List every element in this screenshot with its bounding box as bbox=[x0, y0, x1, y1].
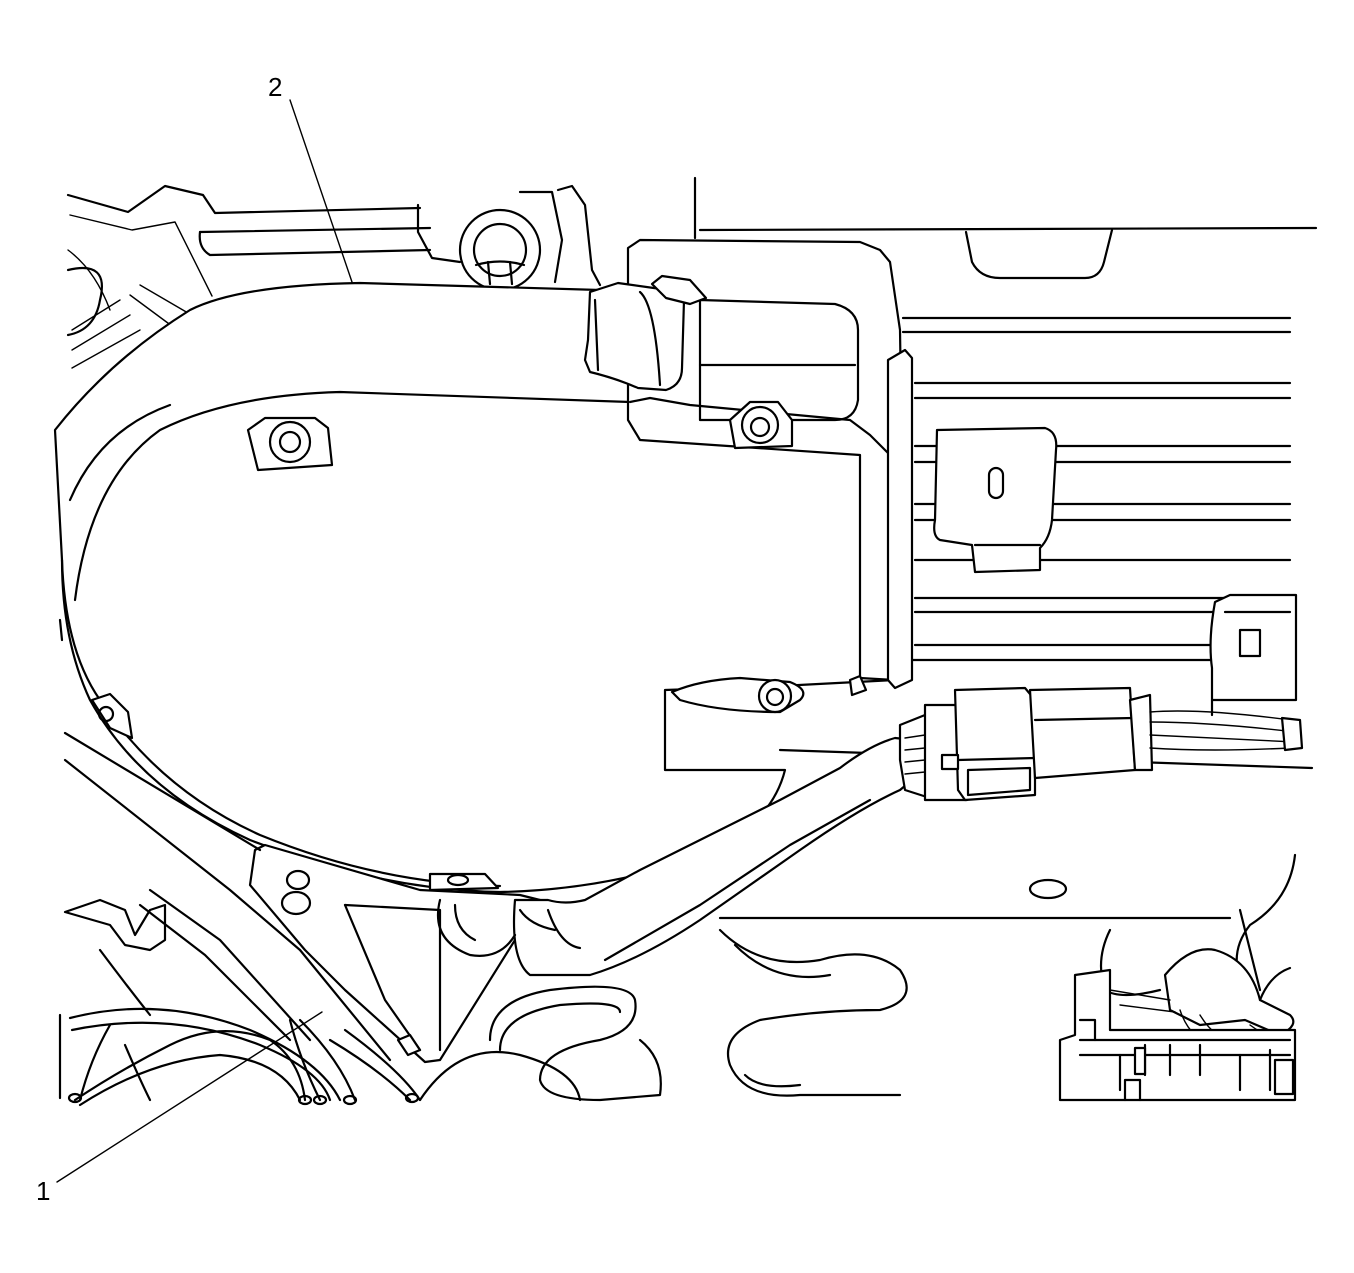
duct-fastener-edge bbox=[90, 692, 134, 740]
duct-fastener-lower bbox=[428, 872, 500, 892]
callout-2: 2 bbox=[268, 72, 353, 283]
wiring-loops bbox=[418, 898, 908, 1102]
main-duct bbox=[53, 238, 914, 894]
callout-label-1: 1 bbox=[36, 1176, 50, 1206]
duct-clip-top bbox=[583, 274, 708, 392]
callout-1: 1 bbox=[36, 1011, 323, 1206]
bolt-top bbox=[416, 184, 602, 292]
background-structure bbox=[66, 176, 1318, 920]
duct-fastener-right bbox=[728, 400, 794, 450]
bracket-clip bbox=[933, 426, 1058, 574]
wiring-harness-right bbox=[1058, 853, 1297, 1102]
duct-fastener-left bbox=[246, 416, 334, 472]
right-module bbox=[1209, 593, 1298, 717]
hose-to-connector bbox=[512, 736, 920, 977]
electrical-connector bbox=[898, 686, 1304, 802]
duct-fastener-bottom bbox=[670, 674, 868, 714]
wiring-harness-left bbox=[58, 888, 422, 1107]
callout-label-2: 2 bbox=[268, 72, 282, 102]
lower-support-bracket bbox=[63, 731, 542, 1064]
